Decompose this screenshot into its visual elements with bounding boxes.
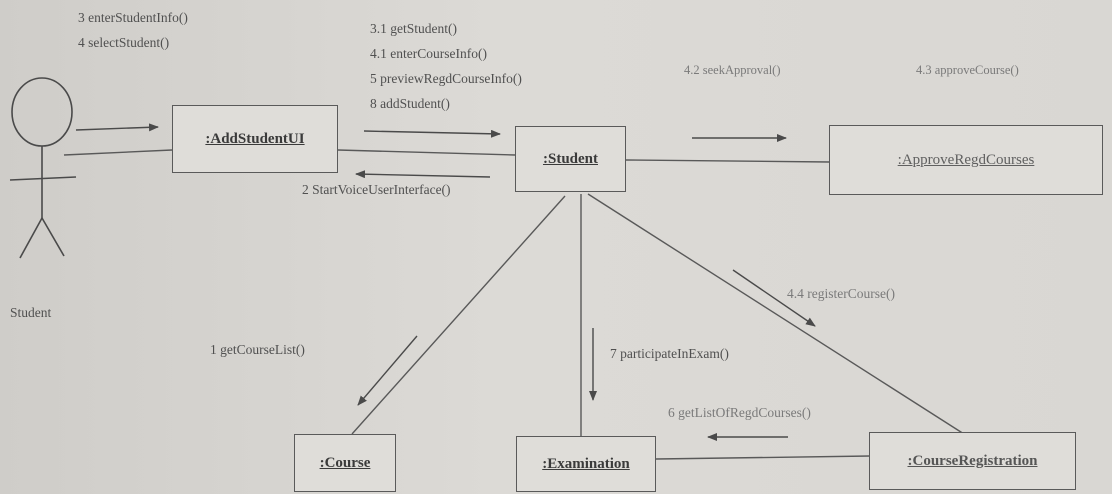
arrow-actor-to-ui bbox=[75, 123, 159, 132]
add-student-ui-object: :AddStudentUI bbox=[172, 105, 338, 173]
approve-regd-courses-object: :ApproveRegdCourses bbox=[829, 125, 1103, 195]
link-student-approve bbox=[625, 159, 831, 163]
msg-student-to-registration: 4.4 registerCourse() bbox=[787, 286, 895, 301]
msg-student-to-course: 1 getCourseList() bbox=[210, 342, 305, 357]
arrow-student-to-registration bbox=[732, 269, 816, 327]
actor-name-label: Student bbox=[10, 305, 52, 320]
msg-student-to-ui: 2 StartVoiceUserInterface() bbox=[302, 182, 451, 197]
examination-object: :Examination bbox=[516, 436, 656, 492]
student-actor-figure bbox=[9, 77, 77, 259]
msg-ui-to-student-3: 5 previewRegdCourseInfo() bbox=[370, 71, 522, 86]
arrow-student-to-ui bbox=[355, 170, 491, 179]
link-student-registration bbox=[587, 193, 965, 435]
msg-actor-to-ui-2: 4 selectStudent() bbox=[78, 35, 170, 50]
course-object: :Course bbox=[294, 434, 396, 492]
msg-ui-to-student-2: 4.1 enterCourseInfo() bbox=[370, 46, 487, 61]
link-ui-student bbox=[337, 149, 516, 156]
msg-student-to-examination: 7 participateInExam() bbox=[610, 346, 729, 361]
arrow-ui-to-student bbox=[363, 129, 501, 138]
course-registration-object: :CourseRegistration bbox=[869, 432, 1076, 490]
link-actor-ui bbox=[63, 149, 173, 156]
arrow-student-to-course bbox=[357, 335, 418, 406]
msg-ui-to-student-1: 3.1 getStudent() bbox=[370, 21, 457, 36]
link-examination-registration bbox=[655, 455, 871, 460]
msg-student-to-approve-1: 4.2 seekApproval() bbox=[684, 63, 781, 77]
msg-ui-to-student-4: 8 addStudent() bbox=[370, 96, 450, 111]
msg-student-to-approve-2: 4.3 approveCourse() bbox=[916, 63, 1019, 77]
msg-registration-to-examination: 6 getListOfRegdCourses() bbox=[668, 405, 811, 420]
link-student-course bbox=[351, 195, 566, 435]
student-object: :Student bbox=[515, 126, 626, 192]
msg-actor-to-ui-1: 3 enterStudentInfo() bbox=[78, 10, 188, 25]
